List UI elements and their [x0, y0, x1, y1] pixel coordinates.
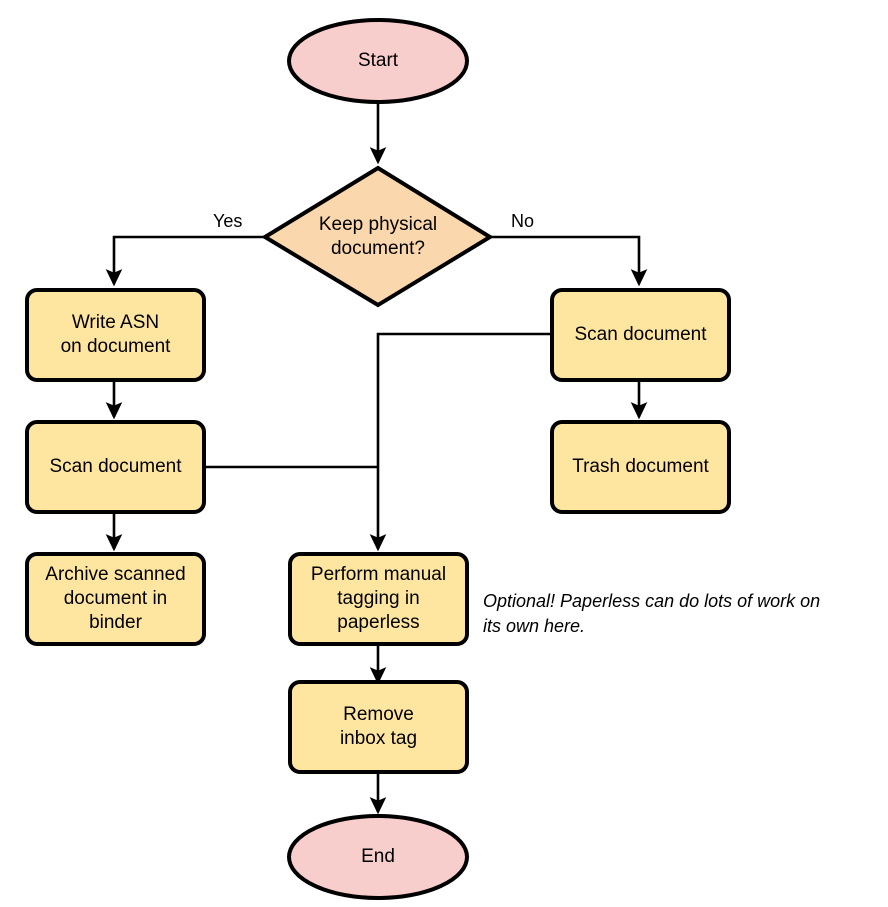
edge-label-yes: Yes [210, 211, 246, 232]
edge-label-no: No [508, 211, 538, 232]
edge-decision-no-to-scan-right [490, 235, 648, 287]
edge-scan-right-to-manual-tagging [369, 332, 552, 552]
node-scan-document-right[interactable] [550, 288, 731, 382]
node-end[interactable] [287, 814, 469, 900]
annotation-optional-note: Optional! Paperless can do lots of work … [483, 591, 821, 636]
node-remove-inbox-tag[interactable] [288, 680, 469, 774]
edge-decision-yes-to-write-asn [105, 235, 265, 287]
node-archive-scanned-document[interactable] [25, 552, 206, 646]
node-scan-document-left[interactable] [25, 420, 206, 514]
node-decision-keep-physical-document[interactable] [261, 165, 494, 308]
node-perform-manual-tagging[interactable] [288, 552, 469, 646]
node-trash-document[interactable] [550, 420, 731, 514]
node-write-asn[interactable] [25, 288, 206, 382]
node-start[interactable] [287, 18, 469, 104]
